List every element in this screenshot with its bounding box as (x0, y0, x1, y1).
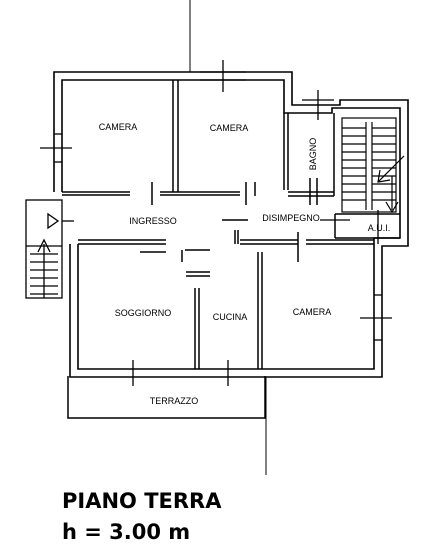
door-markers (140, 178, 318, 262)
terrace (67, 376, 266, 419)
room-label-disimpegno: DISIMPEGNO (262, 213, 320, 223)
room-label-aui: A.U.I. (368, 223, 391, 233)
room-label-camera-top-mid: CAMERA (210, 123, 249, 133)
ceiling-height: h = 3.00 m (62, 520, 191, 544)
room-label-camera-top-left: CAMERA (99, 122, 138, 132)
room-label-camera-right: CAMERA (293, 307, 332, 317)
interior-walls (62, 80, 400, 369)
room-label-bagno: BAGNO (308, 138, 318, 171)
floor-title: PIANO TERRA (62, 489, 222, 513)
window-markers (40, 60, 392, 386)
external-walls (53, 71, 409, 378)
room-label-soggiorno: SOGGIORNO (115, 308, 172, 318)
reference-lines (189, 0, 267, 475)
room-label-ingresso: INGRESSO (129, 216, 177, 226)
floor-plan: CAMERA CAMERA BAGNO INGRESSO DISIMPEGNO … (25, 0, 409, 475)
room-label-terrazzo: TERRAZZO (150, 396, 199, 406)
entrance-stairs (25, 199, 74, 299)
room-label-cucina: CUCINA (213, 312, 248, 322)
stairwell (341, 117, 405, 214)
